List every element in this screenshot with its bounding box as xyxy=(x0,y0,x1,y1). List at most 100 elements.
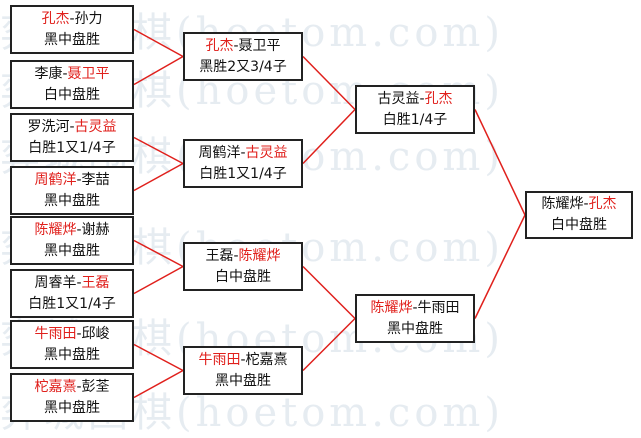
player-separator: - xyxy=(62,65,68,82)
match-result: 白中盘胜 xyxy=(215,268,271,285)
match-players: 孔杰-孙力 xyxy=(41,9,102,30)
bracket-connector-line xyxy=(133,265,184,295)
player-separator: - xyxy=(69,118,75,135)
tournament-bracket: 孔杰-孙力黑中盘胜李康-聂卫平白中盘胜罗洗河-古灵益白胜1又1/4子周鹤洋-李喆… xyxy=(10,5,633,422)
player-separator: - xyxy=(76,171,82,188)
bracket-connector-line xyxy=(302,317,356,372)
player-white: 柁嘉熹 xyxy=(245,351,288,368)
player-white: 聂卫平 xyxy=(67,65,110,82)
player-white: 孙力 xyxy=(74,10,103,27)
match-result: 白胜1又1/4子 xyxy=(28,139,116,156)
player-black: 陈耀烨 xyxy=(370,299,413,316)
match-players: 李康-聂卫平 xyxy=(34,64,109,85)
player-white: 牛雨田 xyxy=(417,299,460,316)
player-separator: - xyxy=(240,351,246,368)
player-separator: - xyxy=(233,247,239,264)
player-white: 谢赫 xyxy=(81,221,110,238)
player-white: 王磊 xyxy=(81,274,110,291)
match-result: 黑中盘胜 xyxy=(44,242,100,259)
player-separator: - xyxy=(76,274,82,291)
player-black: 陈耀烨 xyxy=(34,221,77,238)
match-box: 牛雨田-柁嘉熹黑中盘胜 xyxy=(183,346,303,395)
bracket-connector-line xyxy=(133,343,184,372)
match-players: 牛雨田-邱峻 xyxy=(34,324,109,345)
match-box: 孔杰-聂卫平黑胜2又3/4子 xyxy=(183,32,303,81)
match-box: 古灵益-孔杰白胜1/4子 xyxy=(355,85,475,134)
match-result: 白胜1又1/4子 xyxy=(199,165,287,182)
player-black: 周鹤洋 xyxy=(34,171,77,188)
player-black: 孔杰 xyxy=(41,10,70,27)
bracket-connector-line xyxy=(302,55,356,111)
match-players: 王磊-陈耀烨 xyxy=(205,246,280,267)
player-white: 古灵益 xyxy=(245,144,288,161)
match-result: 白胜1/4子 xyxy=(382,111,448,128)
player-white: 李喆 xyxy=(81,171,110,188)
player-separator: - xyxy=(76,221,82,238)
player-black: 陈耀烨 xyxy=(541,196,584,212)
player-black: 罗洗河 xyxy=(27,118,70,135)
player-black: 王磊 xyxy=(205,247,234,264)
player-white: 彭荃 xyxy=(81,378,110,395)
match-result: 黑中盘胜 xyxy=(387,320,443,337)
player-separator: - xyxy=(76,325,82,342)
match-result: 黑中盘胜 xyxy=(215,372,271,389)
player-black: 古灵益 xyxy=(377,90,420,107)
match-box: 王磊-陈耀烨白中盘胜 xyxy=(183,242,303,291)
match-players: 周睿羊-王磊 xyxy=(34,273,109,294)
bracket-connector-line xyxy=(133,162,184,192)
player-white: 孔杰 xyxy=(588,196,617,212)
match-result: 黑中盘胜 xyxy=(44,192,100,209)
player-separator: - xyxy=(583,196,589,212)
player-black: 周睿羊 xyxy=(34,274,77,291)
player-separator: - xyxy=(69,10,75,27)
match-players: 柁嘉熹-彭荃 xyxy=(34,377,109,398)
player-separator: - xyxy=(240,144,246,161)
bracket-connector-line xyxy=(133,55,184,86)
player-white: 孔杰 xyxy=(424,90,453,107)
bracket-connector-line xyxy=(133,239,184,268)
player-separator: - xyxy=(419,90,425,107)
match-box: 周睿羊-王磊白胜1又1/4子 xyxy=(10,269,134,318)
match-box: 李康-聂卫平白中盘胜 xyxy=(10,60,134,109)
bracket-connector-line xyxy=(302,108,356,165)
match-players: 罗洗河-古灵益 xyxy=(27,117,116,138)
match-players: 陈耀烨-孔杰 xyxy=(541,194,616,215)
match-box: 罗洗河-古灵益白胜1又1/4子 xyxy=(10,113,134,162)
bracket-connector-line xyxy=(133,136,184,165)
bracket-connectors xyxy=(133,28,526,399)
match-box: 周鹤洋-李喆黑中盘胜 xyxy=(10,166,134,215)
match-players: 牛雨田-柁嘉熹 xyxy=(198,350,287,371)
bracket-connector-line xyxy=(474,214,526,319)
match-players: 周鹤洋-古灵益 xyxy=(198,143,287,164)
match-result: 黑胜2又3/4子 xyxy=(199,58,287,75)
match-result: 白胜1又1/4子 xyxy=(28,295,116,312)
match-box: 柁嘉熹-彭荃黑中盘胜 xyxy=(10,373,134,422)
player-black: 李康 xyxy=(34,65,63,82)
bracket-connector-line xyxy=(133,28,184,58)
player-black: 周鹤洋 xyxy=(198,144,241,161)
bracket-connector-line xyxy=(133,369,184,399)
player-separator: - xyxy=(412,299,418,316)
match-result: 白中盘胜 xyxy=(551,217,607,233)
player-black: 牛雨田 xyxy=(34,325,77,342)
player-black: 牛雨田 xyxy=(198,351,241,368)
bracket-connector-line xyxy=(302,265,356,320)
match-box: 陈耀烨-孔杰白中盘胜 xyxy=(525,191,633,239)
match-result: 黑中盘胜 xyxy=(44,399,100,416)
bracket-connector-line xyxy=(474,109,526,216)
match-box: 孔杰-孙力黑中盘胜 xyxy=(10,5,134,54)
player-black: 柁嘉熹 xyxy=(34,378,77,395)
match-players: 陈耀烨-牛雨田 xyxy=(370,298,459,319)
player-white: 古灵益 xyxy=(74,118,117,135)
player-black: 孔杰 xyxy=(205,37,234,54)
match-players: 古灵益-孔杰 xyxy=(377,89,452,110)
match-box: 陈耀烨-谢赫黑中盘胜 xyxy=(10,216,134,265)
player-separator: - xyxy=(76,378,82,395)
match-players: 周鹤洋-李喆 xyxy=(34,170,109,191)
match-players: 孔杰-聂卫平 xyxy=(205,36,280,57)
player-separator: - xyxy=(233,37,239,54)
match-box: 周鹤洋-古灵益白胜1又1/4子 xyxy=(183,139,303,188)
match-result: 黑中盘胜 xyxy=(44,31,100,48)
match-players: 陈耀烨-谢赫 xyxy=(34,220,109,241)
match-result: 白中盘胜 xyxy=(44,86,100,103)
